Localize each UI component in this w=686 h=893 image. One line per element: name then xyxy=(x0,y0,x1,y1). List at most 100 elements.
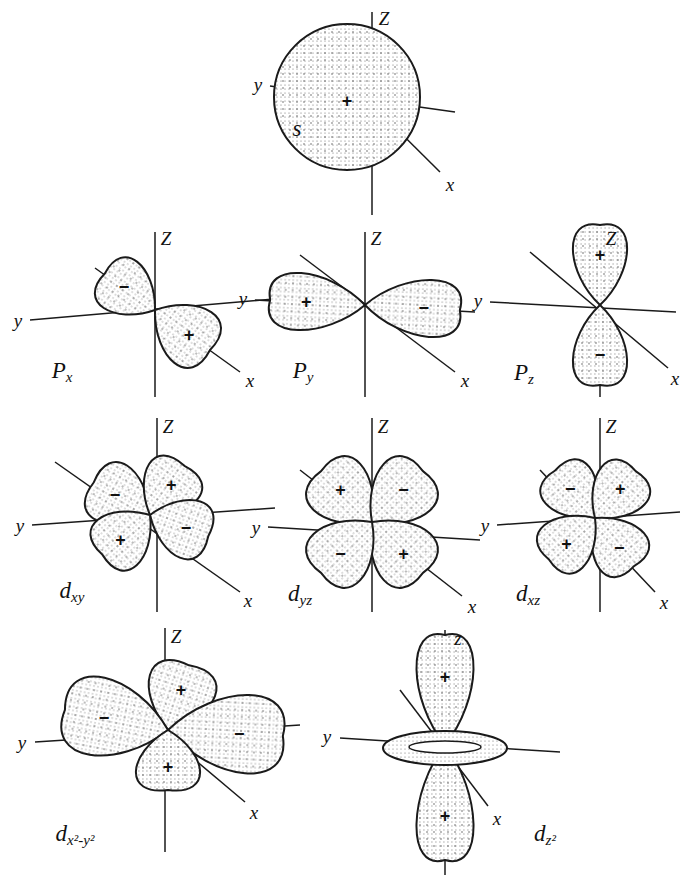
orbital-lobe xyxy=(573,224,627,305)
axis-label: Z xyxy=(606,417,617,436)
lobe-shading xyxy=(136,730,200,791)
axis-label: y xyxy=(252,518,260,537)
axis-label: Z xyxy=(379,9,390,28)
phase-sign: − xyxy=(119,278,130,296)
orbital-group xyxy=(297,447,446,596)
axis-label: y xyxy=(474,291,482,310)
lobe-shading xyxy=(416,634,473,745)
phase-sign: − xyxy=(565,480,576,498)
orbital-name: dxy xyxy=(60,579,85,606)
orbital-name: Py xyxy=(293,359,314,386)
orbital-name: dx²-y² xyxy=(56,822,95,849)
axis-label: x xyxy=(468,597,476,616)
axis-label: Z xyxy=(171,627,182,646)
axis-line xyxy=(490,302,676,312)
lobe-shading xyxy=(297,499,395,597)
phase-sign: − xyxy=(595,346,606,364)
phase-sign: + xyxy=(615,480,626,498)
lobe-shading xyxy=(268,271,367,333)
orbital-lobe xyxy=(268,271,367,333)
orbital-lobe xyxy=(137,285,229,376)
orbital-name: s xyxy=(293,117,302,140)
lobe-shading xyxy=(140,487,219,565)
orbital-name: Px xyxy=(52,359,73,386)
orbital-lobe xyxy=(529,497,614,581)
phase-sign: − xyxy=(99,709,110,727)
axis-label: x xyxy=(250,803,258,822)
orbital-lobe xyxy=(573,305,627,386)
orbital-lobe xyxy=(416,634,473,745)
lobe-shading xyxy=(83,492,169,578)
orbital-group xyxy=(529,452,657,585)
phase-sign: + xyxy=(184,326,195,344)
phase-sign: + xyxy=(176,681,187,699)
phase-sign: + xyxy=(335,481,346,499)
torus-hole xyxy=(409,741,481,753)
axis-line xyxy=(364,232,366,397)
phase-sign: − xyxy=(335,545,346,563)
orbital-group xyxy=(268,271,463,338)
phase-sign: + xyxy=(166,476,177,494)
orbital-group xyxy=(77,448,219,578)
orbital-lobe xyxy=(83,492,169,578)
axis-label: x xyxy=(660,593,668,612)
phase-sign: + xyxy=(115,531,126,549)
lobe-shading xyxy=(364,277,463,339)
phase-sign: − xyxy=(181,519,192,537)
lobe-shading xyxy=(137,285,229,376)
axis-label: x xyxy=(461,371,469,390)
orbital-group xyxy=(274,24,420,170)
orbital-name: dz² xyxy=(534,822,556,849)
orbital-lobe xyxy=(136,730,200,791)
axis-label: Z xyxy=(163,417,174,436)
axis-label: y xyxy=(254,75,262,94)
lobe-shading xyxy=(529,497,614,581)
axis-label: x xyxy=(446,175,454,194)
axis-label: x xyxy=(246,371,254,390)
s-orbital-sphere xyxy=(274,24,420,170)
axis-label: y xyxy=(323,727,331,746)
orbital-group xyxy=(383,634,507,861)
orbital-lobe xyxy=(364,277,463,339)
axis-label: x xyxy=(493,809,501,828)
axis-label: z xyxy=(454,629,461,648)
lobe-shading xyxy=(573,224,627,305)
phase-sign: − xyxy=(110,486,121,504)
axis-label: x xyxy=(244,591,252,610)
orbital-group xyxy=(56,654,286,790)
axis-label: Z xyxy=(161,229,172,248)
phase-sign: + xyxy=(595,246,606,264)
s-orbital-sphere xyxy=(274,24,420,170)
orbital-name: dyz xyxy=(288,582,312,609)
phase-sign: + xyxy=(163,758,174,776)
orbital-group xyxy=(573,224,627,386)
phase-sign: − xyxy=(234,725,245,743)
orbital-group xyxy=(88,250,229,376)
phase-sign: + xyxy=(561,535,572,553)
orbital-name: Pz xyxy=(514,361,534,388)
axis-label: y xyxy=(239,289,247,308)
phase-sign: − xyxy=(419,299,430,317)
phase-sign: − xyxy=(614,539,625,557)
axis-label: y xyxy=(481,516,489,535)
axis-label: y xyxy=(14,311,22,330)
axis-label: y xyxy=(16,516,24,535)
axis-label: Z xyxy=(606,229,617,248)
axis-label: Z xyxy=(378,417,389,436)
axis-label: Z xyxy=(371,229,382,248)
phase-sign: + xyxy=(440,668,451,686)
axis-label: x xyxy=(671,369,679,388)
orbital-lobe xyxy=(297,499,395,597)
phase-sign: + xyxy=(398,545,409,563)
phase-sign: + xyxy=(342,92,353,110)
phase-sign: + xyxy=(301,293,312,311)
phase-sign: − xyxy=(398,481,409,499)
axis-label: y xyxy=(18,733,26,752)
orbital-name: dxz xyxy=(516,582,540,609)
orbital-lobe xyxy=(140,487,219,565)
phase-sign: + xyxy=(440,807,451,825)
lobe-shading xyxy=(573,305,627,386)
torus-ring xyxy=(383,731,507,765)
